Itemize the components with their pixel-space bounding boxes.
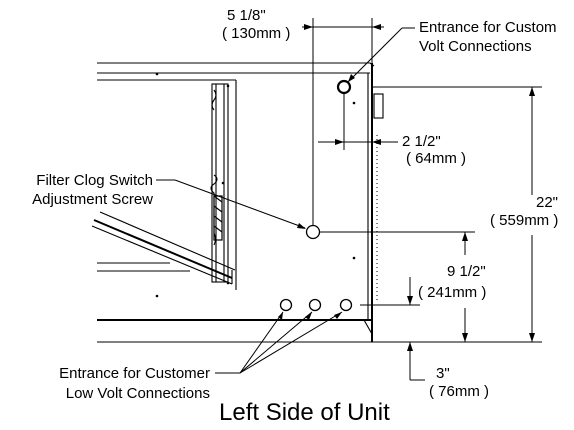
unit-body	[97, 62, 384, 343]
entrance-low-volt-label-line2: Low Volt Connections	[66, 385, 210, 402]
filter-clog-label-line1: Filter Clog Switch	[36, 172, 153, 189]
dim-3-in: 3"	[436, 365, 450, 382]
filter-clog-label-line2: Adjustment Screw	[32, 191, 153, 208]
dim-9-1-2-mm: ( 241mm )	[418, 284, 486, 301]
connection-holes	[279, 79, 353, 312]
dim-22-mm: ( 559mm )	[490, 212, 558, 229]
dim-2-1-2-in: 2 1/2"	[402, 133, 441, 150]
dim-22-in: 22"	[536, 194, 558, 211]
entrance-low-volt-label-line1: Entrance for Customer	[59, 365, 210, 382]
low-volt-entrance-hole-2	[308, 298, 322, 312]
diagram-title: Left Side of Unit	[219, 399, 390, 426]
dim-2-1-2-mm: ( 64mm )	[406, 150, 466, 167]
filter-panel	[91, 83, 236, 285]
dimension-labels: 5 1/8" ( 130mm ) 2 1/2" ( 64mm ) 22" ( 5…	[222, 7, 558, 400]
dim-5-1-8-mm: ( 130mm )	[222, 25, 290, 42]
entrance-high-volt-label-line2: Volt Connections	[419, 38, 532, 55]
dim-5-1-8-in: 5 1/8"	[227, 7, 266, 24]
leader-lines	[156, 27, 415, 374]
filter-clog-screw-hole	[305, 224, 321, 240]
entrance-high-volt-label-line1: Entrance for Custom	[419, 19, 557, 36]
low-volt-entrance-hole-3	[339, 298, 353, 312]
callout-labels: Entrance for Custom Volt Connections Fil…	[32, 19, 556, 402]
dim-9-1-2-in: 9 1/2"	[447, 263, 486, 280]
high-volt-entrance-hole	[336, 79, 352, 95]
low-volt-entrance-hole-1	[279, 298, 293, 312]
dim-3-mm: ( 76mm )	[429, 383, 489, 400]
dimension-lines	[302, 18, 542, 381]
